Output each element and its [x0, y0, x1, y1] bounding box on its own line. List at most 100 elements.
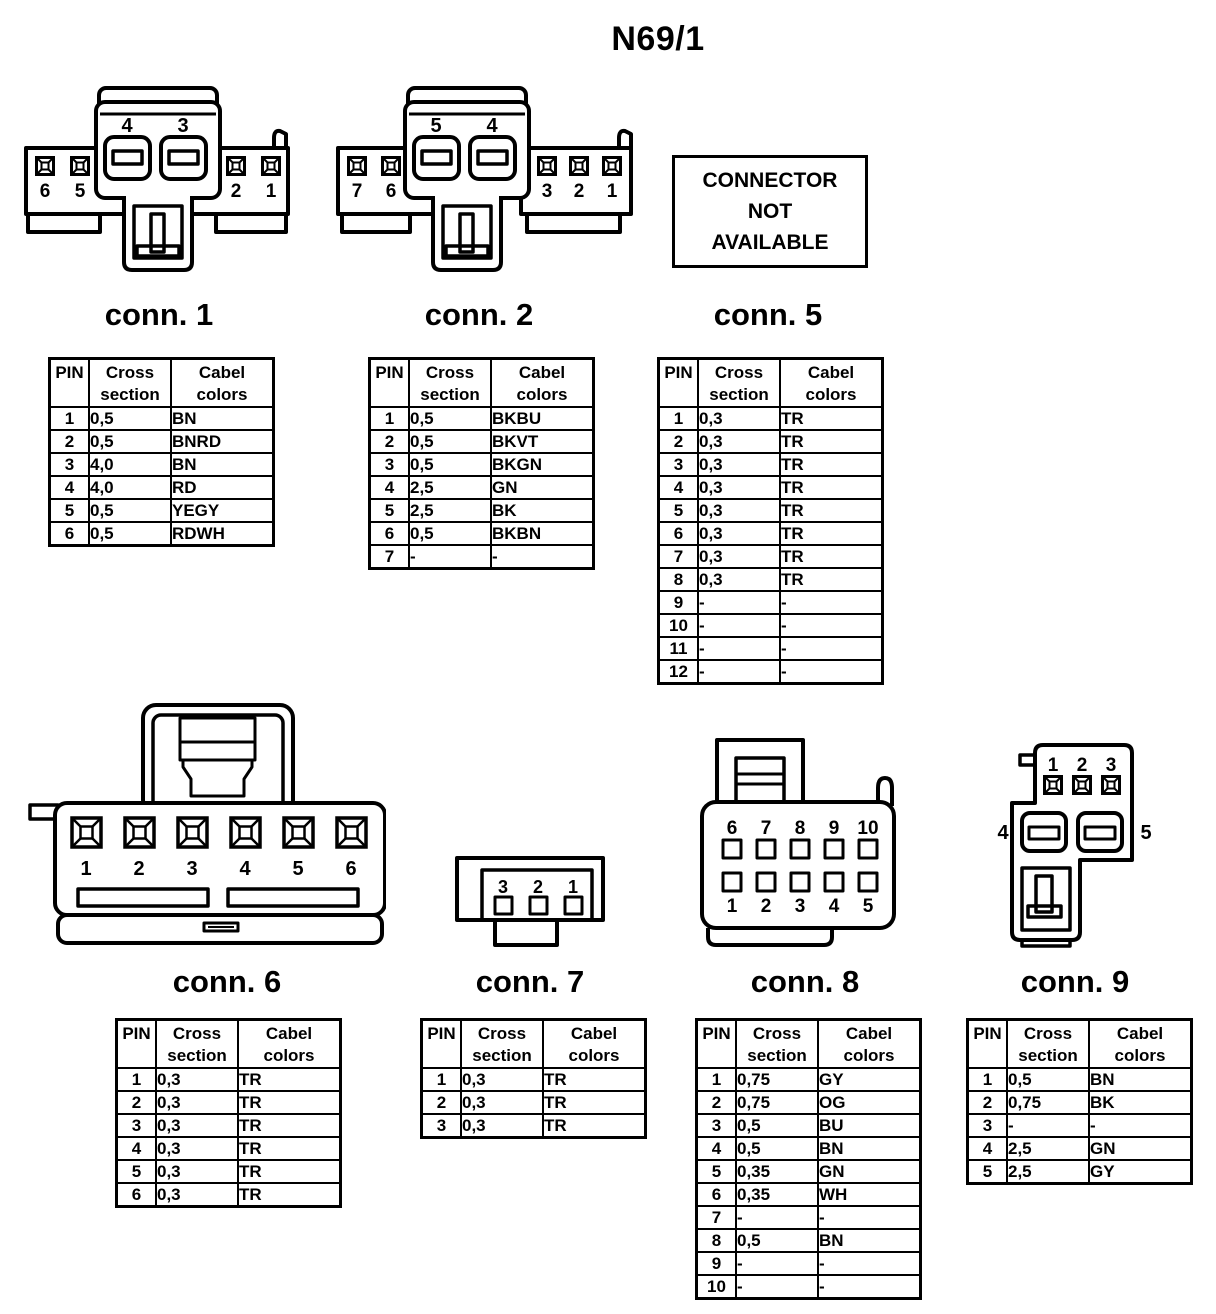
pin-header: PIN — [115, 1018, 157, 1069]
pin-cell: 1 — [966, 1067, 1008, 1092]
cross-section-cell: 0,5 — [735, 1113, 819, 1138]
conn9-label: conn. 9 — [1020, 964, 1130, 999]
pin-header: PIN — [368, 357, 410, 408]
cross-section-cell: 0,5 — [88, 429, 172, 454]
table-row: 5 0,3 TR — [657, 498, 884, 523]
cross-section-cell: 0,3 — [697, 406, 781, 431]
cross-section-cell: - — [697, 659, 781, 685]
conn9-pin-table: PIN Cross section Cabel colors 1 0,5 BN … — [966, 1018, 1193, 1185]
pin-cell: 1 — [695, 1067, 737, 1092]
cable-color-cell: TR — [237, 1182, 342, 1208]
pin-cell: 1 — [420, 1067, 462, 1092]
cable-colors-header: Cabel colors — [779, 357, 884, 408]
cross-section-cell: 0,5 — [408, 429, 492, 454]
table-row: 2 0,75 OG — [695, 1090, 922, 1115]
cable-colors-header: Cabel colors — [542, 1018, 647, 1069]
slot-number: 5 — [430, 115, 441, 137]
cross-section-header: Cross section — [155, 1018, 239, 1069]
cable-color-cell: - — [490, 544, 595, 570]
pin-cell: 1 — [368, 406, 410, 431]
pin-cell: 6 — [48, 521, 90, 547]
cross-section-cell: 0,5 — [735, 1136, 819, 1161]
pin-number: 1 — [607, 181, 618, 202]
cross-section-cell: 0,3 — [697, 544, 781, 569]
cross-section-cell: 0,3 — [460, 1090, 544, 1115]
pin-number: 3 — [542, 181, 553, 202]
latch-hook-icon — [272, 128, 288, 150]
cable-color-cell: TR — [779, 567, 884, 592]
conn1-connector-drawing: 4 3 6 5 2 1 — [24, 86, 290, 272]
cable-color-cell: BN — [817, 1136, 922, 1161]
cable-color-cell: RDWH — [170, 521, 275, 547]
cable-color-cell: BKVT — [490, 429, 595, 454]
pin-grid — [721, 838, 879, 893]
pin-cell: 2 — [657, 429, 699, 454]
cross-section-cell: 0,3 — [697, 567, 781, 592]
cable-color-cell: TR — [779, 521, 884, 546]
table-row: 3 0,3 TR — [115, 1113, 342, 1138]
bottom-tab-icon — [493, 920, 559, 947]
slot-number: 4 — [121, 115, 133, 137]
page-title: N69/1 — [611, 20, 705, 58]
cable-color-cell: GY — [1088, 1159, 1193, 1185]
pin-number: 6 — [40, 181, 51, 202]
pin-cell: 3 — [695, 1113, 737, 1138]
cable-colors-header: Cabel colors — [817, 1018, 922, 1069]
conn2-connector-drawing: 5 4 7 6 3 2 1 — [336, 86, 633, 272]
header-row: PIN Cross section Cabel colors — [657, 357, 884, 408]
cable-colors-header: Cabel colors — [490, 357, 595, 408]
pin-cell: 8 — [657, 567, 699, 592]
pin-cell: 3 — [48, 452, 90, 477]
cable-color-cell: TR — [779, 544, 884, 569]
cross-section-cell: 2,5 — [1006, 1159, 1090, 1185]
slot-icon — [226, 887, 360, 908]
table-row: 3 0,5 BKGN — [368, 452, 595, 477]
cable-color-cell: TR — [542, 1067, 647, 1092]
table-row: 7 - - — [695, 1205, 922, 1230]
table-row: 4 0,5 BN — [695, 1136, 922, 1161]
pin-cell: 9 — [657, 590, 699, 615]
pin-number: 3 — [795, 896, 806, 917]
table-row: 2 0,5 BNRD — [48, 429, 275, 454]
cable-color-cell: BN — [817, 1228, 922, 1253]
conn7-pin-table: PIN Cross section Cabel colors 1 0,3 TR … — [420, 1018, 647, 1139]
cross-section-cell: 0,75 — [735, 1067, 819, 1092]
pin-number: 9 — [829, 818, 840, 839]
na-line: NOT — [747, 200, 793, 223]
table-row: 1 0,5 BN — [966, 1067, 1193, 1092]
cross-section-cell: - — [1006, 1113, 1090, 1138]
pin-number: 4 — [239, 858, 251, 880]
pin-icon — [528, 895, 549, 916]
pin-number: 1 — [80, 858, 91, 880]
table-row: 4 2,5 GN — [966, 1136, 1193, 1161]
table-row: 1 0,3 TR — [115, 1067, 342, 1092]
latch-hook-icon — [617, 128, 633, 152]
table-row: 1 0,75 GY — [695, 1067, 922, 1092]
pin-cell: 2 — [48, 429, 90, 454]
cross-section-cell: 0,35 — [735, 1159, 819, 1184]
pin-number: 4 — [829, 896, 840, 917]
na-line: CONNECTOR — [702, 169, 838, 192]
pin-number: 2 — [231, 181, 242, 202]
cross-section-cell: 2,5 — [408, 475, 492, 500]
pin-cell: 5 — [695, 1159, 737, 1184]
pin-cell: 5 — [966, 1159, 1008, 1185]
conn8-pin-table: PIN Cross section Cabel colors 1 0,75 GY… — [695, 1018, 922, 1300]
cross-section-cell: 0,35 — [735, 1182, 819, 1207]
pin-number: 3 — [498, 877, 508, 897]
pin-cell: 10 — [657, 613, 699, 638]
cross-section-cell: - — [697, 590, 781, 615]
cable-color-cell: TR — [237, 1113, 342, 1138]
pin-cell: 5 — [48, 498, 90, 523]
cable-colors-header: Cabel colors — [170, 357, 275, 408]
cross-section-cell: 0,3 — [155, 1159, 239, 1184]
pin-icon — [563, 895, 584, 916]
cross-section-cell: 0,3 — [460, 1067, 544, 1092]
cable-colors-header: Cabel colors — [237, 1018, 342, 1069]
table-row: 5 2,5 BK — [368, 498, 595, 523]
pin-cell: 6 — [115, 1182, 157, 1208]
cable-color-cell: GN — [817, 1159, 922, 1184]
cable-color-cell: - — [1088, 1113, 1193, 1138]
pin-number: 5 — [863, 896, 874, 917]
